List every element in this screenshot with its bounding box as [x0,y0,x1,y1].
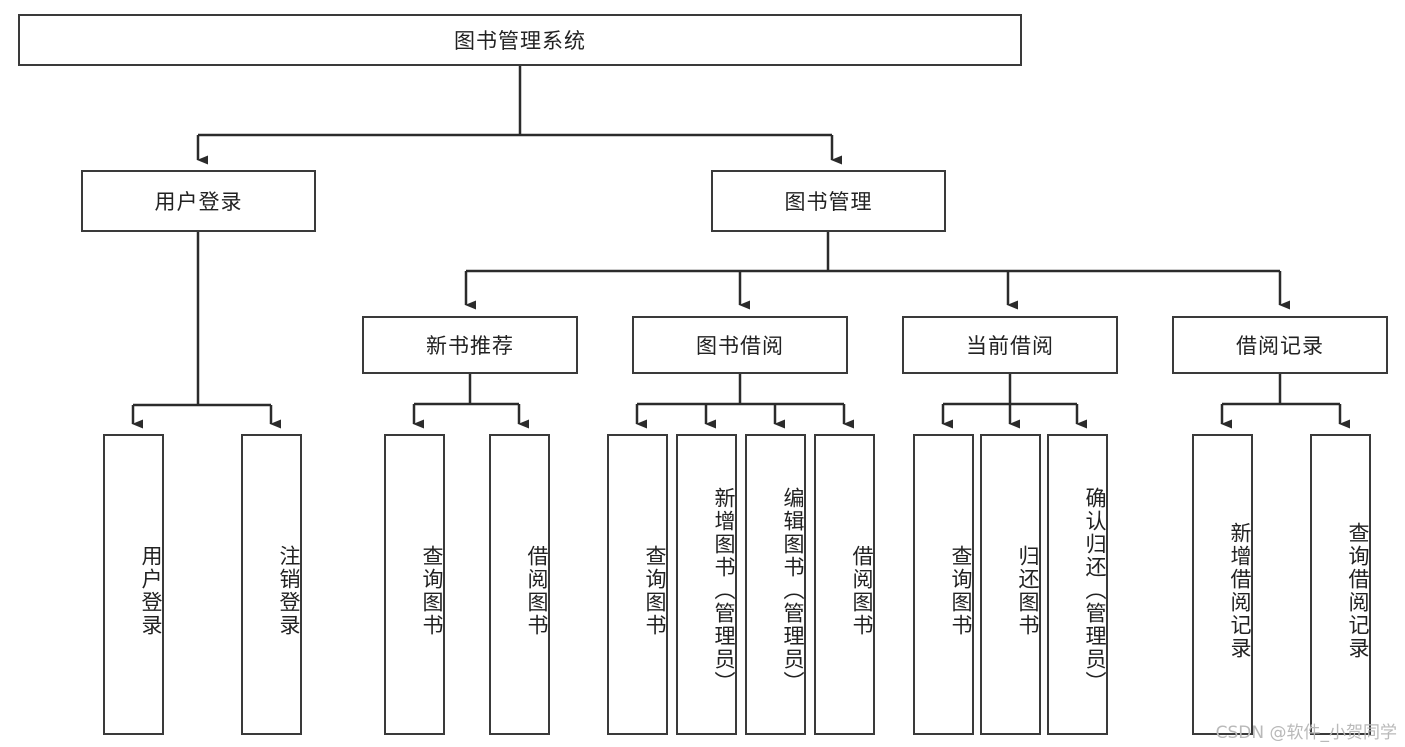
leaf-records-query-record[interactable]: 查询借阅记录 [1310,434,1371,735]
node-label: 借阅记录 [1236,334,1324,358]
node-label: 查询图书 [643,544,667,637]
node-label: 图书管理 [784,190,873,214]
leaf-current-query-book[interactable]: 查询图书 [913,434,974,735]
leaf-current-return-book[interactable]: 归还图书 [980,434,1041,735]
node-label: 图书借阅 [696,334,784,358]
leaf-borrow-edit-book-admin[interactable]: 编辑图书（管理员） [745,434,806,735]
node-label: 当前借阅 [966,334,1054,358]
leaf-records-add-record[interactable]: 新增借阅记录 [1192,434,1253,735]
node-label: 借阅图书 [850,544,874,637]
node-root-system[interactable]: 图书管理系统 [18,14,1022,66]
leaf-user-login[interactable]: 用户登录 [103,434,164,735]
node-book-management[interactable]: 图书管理 [711,170,946,232]
node-book-borrow[interactable]: 图书借阅 [632,316,848,374]
leaf-borrow-query-book[interactable]: 查询图书 [607,434,668,735]
node-label: 借阅图书 [525,544,549,637]
node-label: 归还图书 [1016,544,1040,637]
node-label: 新书推荐 [426,334,514,358]
leaf-current-confirm-return-admin[interactable]: 确认归还（管理员） [1047,434,1108,735]
node-label: 确认归还（管理员） [1083,487,1107,694]
node-current-borrow[interactable]: 当前借阅 [902,316,1118,374]
node-label: 查询借阅记录 [1346,521,1370,660]
node-new-book-recommend[interactable]: 新书推荐 [362,316,578,374]
csdn-watermark: CSDN @软件_小贺同学 [1215,723,1397,743]
node-label: 新增图书（管理员） [712,487,736,694]
node-borrow-records[interactable]: 借阅记录 [1172,316,1388,374]
node-user-login[interactable]: 用户登录 [81,170,316,232]
leaf-user-logout[interactable]: 注销登录 [241,434,302,735]
node-label: 图书管理系统 [454,29,586,53]
node-label: 用户登录 [154,190,243,214]
node-label: 查询图书 [949,544,973,637]
node-label: 用户登录 [139,544,163,637]
node-label: 编辑图书（管理员） [781,487,805,694]
node-label: 新增借阅记录 [1228,521,1252,660]
leaf-borrow-borrow-book[interactable]: 借阅图书 [814,434,875,735]
leaf-newbook-query-book[interactable]: 查询图书 [384,434,445,735]
leaf-newbook-borrow-book[interactable]: 借阅图书 [489,434,550,735]
leaf-borrow-add-book-admin[interactable]: 新增图书（管理员） [676,434,737,735]
node-label: 查询图书 [420,544,444,637]
node-label: 注销登录 [277,544,301,637]
